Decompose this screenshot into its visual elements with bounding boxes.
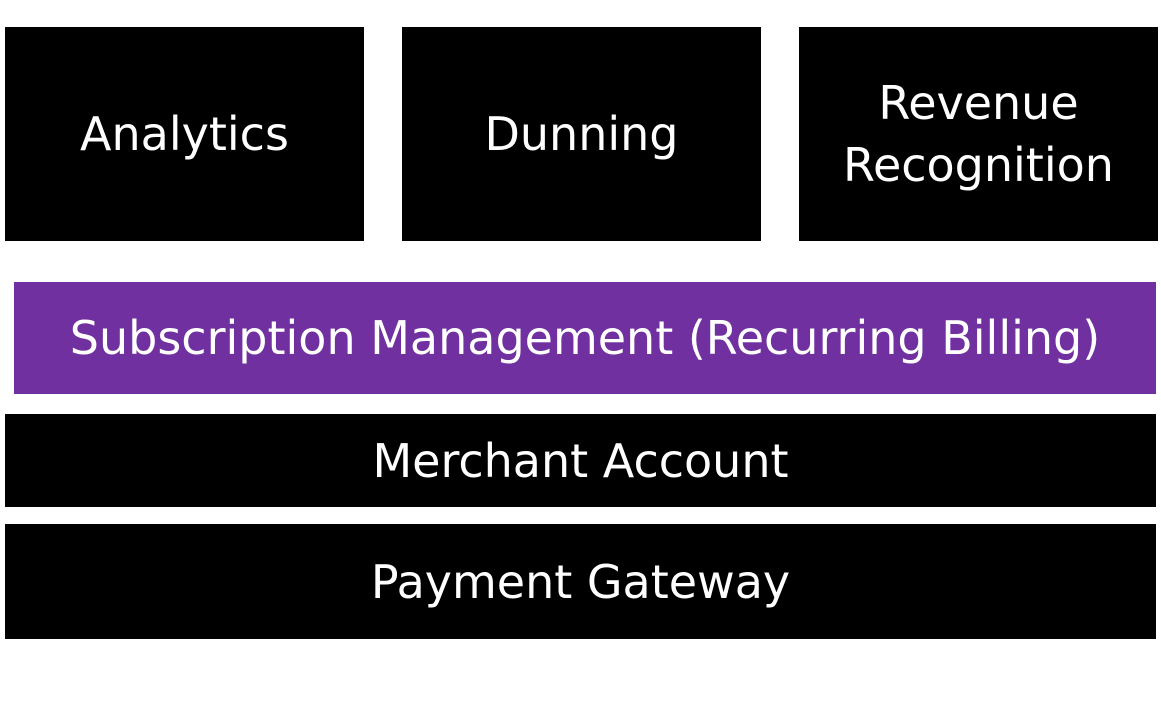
payment-gateway-label: Payment Gateway [370,554,791,609]
subscription-management-layer: Subscription Management (Recurring Billi… [14,282,1156,394]
revenue-recognition-label: Revenue Recognition [843,76,1114,192]
merchant-account-label: Merchant Account [372,433,789,488]
subscription-management-label: Subscription Management (Recurring Billi… [69,311,1101,365]
analytics-label: Analytics [80,107,289,161]
dunning-block: Dunning [402,27,761,241]
analytics-block: Analytics [5,27,364,241]
payment-gateway-layer: Payment Gateway [5,524,1156,639]
revenue-recognition-block: Revenue Recognition [799,27,1158,241]
dunning-label: Dunning [484,107,679,161]
merchant-account-layer: Merchant Account [5,414,1156,507]
